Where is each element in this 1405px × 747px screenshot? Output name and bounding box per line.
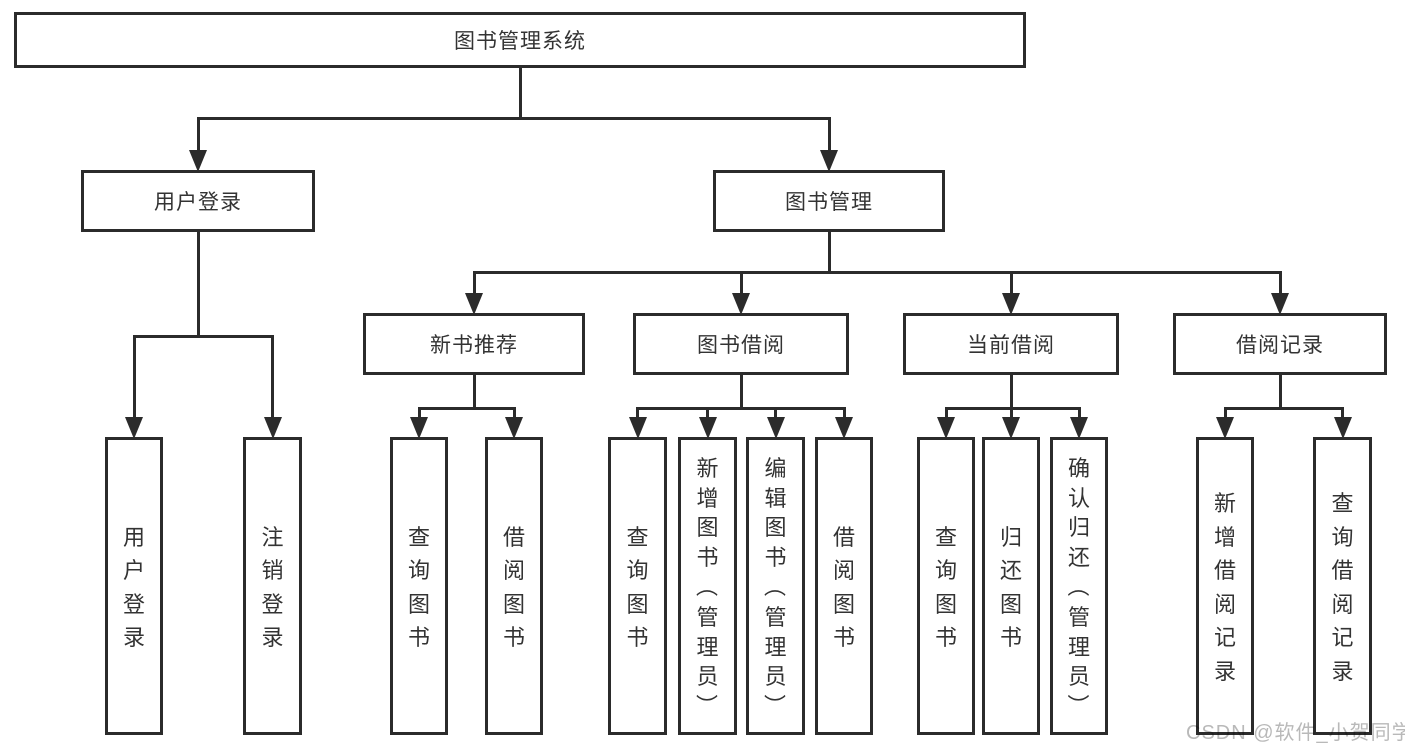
user-login-node: 用户登录 xyxy=(81,170,315,232)
query-books-leaf-3-label: 查询图书 xyxy=(934,524,957,651)
connector-line xyxy=(132,334,274,338)
connector-line xyxy=(1223,408,1227,419)
connector-line xyxy=(739,374,743,410)
connector-line xyxy=(271,336,274,419)
connector-line xyxy=(132,336,136,419)
borrowing-records-node: 借阅记录 xyxy=(1173,313,1387,375)
arrow-down-icon xyxy=(698,417,717,439)
connector-line xyxy=(944,406,1081,410)
logout-leaf-label: 注销登录 xyxy=(261,524,284,651)
book-borrowing-node: 图书借阅 xyxy=(633,313,849,375)
connector-line xyxy=(1009,408,1013,419)
book-borrowing-node-label: 图书借阅 xyxy=(697,334,785,357)
connector-line xyxy=(1009,272,1013,295)
connector-line xyxy=(196,118,200,152)
edit-books-admin-leaf: 编辑图书（管理员） xyxy=(746,437,805,735)
query-borrow-record-leaf: 查询借阅记录 xyxy=(1313,437,1372,735)
user-login-leaf: 用户登录 xyxy=(105,437,163,735)
current-borrowing-node: 当前借阅 xyxy=(903,313,1119,375)
arrow-down-icon xyxy=(505,417,523,439)
connector-line xyxy=(827,231,831,274)
arrow-down-icon xyxy=(410,417,428,439)
arrow-down-icon xyxy=(766,417,785,439)
connector-line xyxy=(417,408,421,419)
new-book-recommendation-node-label: 新书推荐 xyxy=(430,334,518,357)
arrow-down-icon xyxy=(189,150,207,172)
query-books-leaf-3: 查询图书 xyxy=(917,437,975,735)
book-management-node: 图书管理 xyxy=(713,170,945,232)
borrow-books-leaf-2: 借阅图书 xyxy=(815,437,873,735)
connector-line xyxy=(1223,406,1344,410)
connector-line xyxy=(472,270,1282,274)
connector-line xyxy=(1009,374,1013,410)
arrow-down-icon xyxy=(732,293,750,315)
user-login-leaf-label: 用户登录 xyxy=(122,524,145,651)
user-login-node-label: 用户登录 xyxy=(154,191,242,214)
borrow-books-leaf-1: 借阅图书 xyxy=(485,437,543,735)
connector-line xyxy=(1278,374,1282,410)
logout-leaf: 注销登录 xyxy=(243,437,302,735)
connector-line xyxy=(739,272,743,295)
connector-line xyxy=(636,408,639,419)
connector-line xyxy=(518,67,522,120)
borrow-books-leaf-2-label: 借阅图书 xyxy=(832,524,855,651)
connector-line xyxy=(706,408,709,419)
connector-line xyxy=(774,408,777,419)
query-borrow-record-leaf-label: 查询借阅记录 xyxy=(1331,491,1354,684)
borrow-books-leaf-1-label: 借阅图书 xyxy=(502,524,525,651)
arrow-down-icon xyxy=(1002,417,1020,439)
connector-line xyxy=(417,406,516,410)
query-books-leaf-2: 查询图书 xyxy=(608,437,667,735)
add-borrow-record-leaf: 新增借阅记录 xyxy=(1196,437,1254,735)
csdn-watermark: CSDN @软件_小贺同学 xyxy=(1186,722,1405,744)
add-borrow-record-leaf-label: 新增借阅记录 xyxy=(1213,491,1236,684)
root-node-label: 图书管理系统 xyxy=(454,30,586,53)
arrow-down-icon xyxy=(1216,417,1234,439)
new-book-recommendation-node: 新书推荐 xyxy=(363,313,585,375)
connector-line xyxy=(827,118,831,152)
current-borrowing-node-label: 当前借阅 xyxy=(967,334,1055,357)
root-node: 图书管理系统 xyxy=(14,12,1026,68)
connector-line xyxy=(472,374,476,410)
edit-books-admin-leaf-label: 编辑图书（管理员） xyxy=(761,455,787,717)
connector-line xyxy=(636,406,846,410)
connector-line xyxy=(944,408,948,419)
arrow-down-icon xyxy=(125,417,143,439)
arrow-down-icon xyxy=(1070,417,1088,439)
query-books-leaf-2-label: 查询图书 xyxy=(626,524,649,651)
query-books-leaf-1-label: 查询图书 xyxy=(407,524,430,651)
connector-line xyxy=(842,408,846,419)
query-books-leaf-1: 查询图书 xyxy=(390,437,448,735)
borrowing-records-node-label: 借阅记录 xyxy=(1236,334,1324,357)
connector-line xyxy=(196,116,831,120)
arrow-down-icon xyxy=(628,417,647,439)
connector-line xyxy=(1077,408,1081,419)
connector-line xyxy=(512,408,516,419)
connector-line xyxy=(196,231,200,338)
confirm-return-admin-leaf: 确认归还（管理员） xyxy=(1050,437,1108,735)
connector-line xyxy=(472,272,476,295)
arrow-down-icon xyxy=(835,417,853,439)
return-books-leaf-label: 归还图书 xyxy=(999,524,1022,651)
add-books-admin-leaf: 新增图书（管理员） xyxy=(678,437,737,735)
arrow-down-icon xyxy=(1002,293,1020,315)
arrow-down-icon xyxy=(820,150,838,172)
connector-line xyxy=(1278,272,1282,295)
arrow-down-icon xyxy=(1271,293,1289,315)
book-management-node-label: 图书管理 xyxy=(785,191,873,214)
arrow-down-icon xyxy=(1333,417,1352,439)
return-books-leaf: 归还图书 xyxy=(982,437,1040,735)
arrow-down-icon xyxy=(465,293,483,315)
confirm-return-admin-leaf-label: 确认归还（管理员） xyxy=(1064,455,1090,717)
add-books-admin-leaf-label: 新增图书（管理员） xyxy=(693,455,719,717)
arrow-down-icon xyxy=(937,417,955,439)
arrow-down-icon xyxy=(263,417,282,439)
connector-line xyxy=(1341,408,1344,419)
